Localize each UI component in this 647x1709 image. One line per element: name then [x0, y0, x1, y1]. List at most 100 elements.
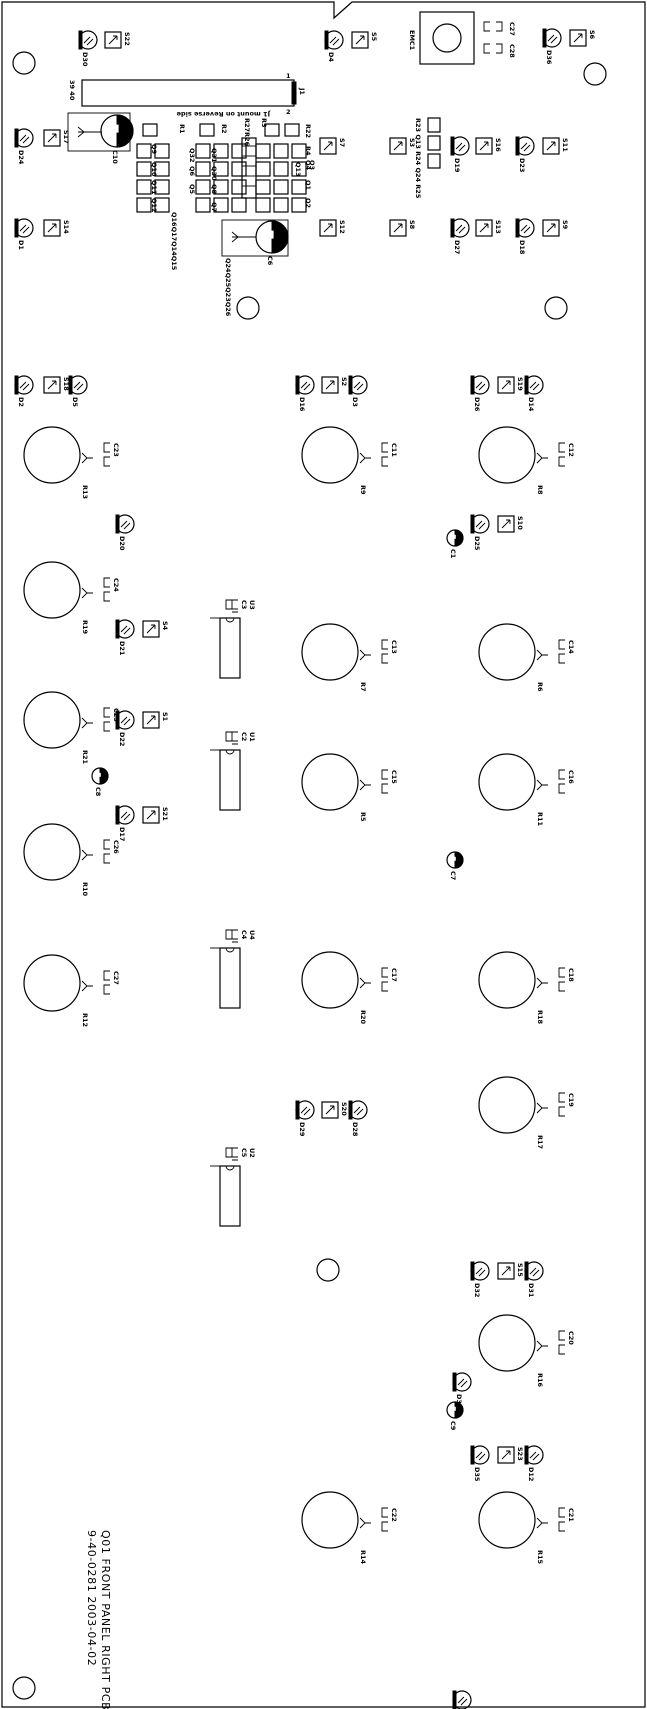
ref-label: R7 [359, 682, 367, 692]
cap-symbol [558, 1507, 565, 1532]
electrolytic-capacitor: C10 [100, 114, 134, 164]
ref-label: Q16Q17Q14Q15 [170, 212, 178, 271]
ref-label: R12 [81, 1013, 89, 1027]
smd-pad [136, 179, 152, 195]
led-arrows [353, 381, 364, 391]
cap-symbol [225, 929, 232, 940]
emc-filter: EMC1 [408, 11, 475, 65]
board-part-number: 9-40-0281 2003-04-02 [85, 1530, 98, 1666]
led-arrows [457, 1378, 468, 1388]
led-arrows [329, 36, 340, 46]
ref-label: J1 [298, 87, 306, 95]
ecap-pad [265, 230, 274, 239]
pot-body [23, 561, 81, 619]
cap-symbol [103, 442, 110, 467]
led-arrows [455, 224, 466, 234]
ref-label: C18 [567, 968, 575, 982]
led-flat [68, 375, 73, 395]
smd-pad [273, 161, 289, 177]
resistor-pad [427, 135, 441, 151]
cap-symbol [231, 929, 238, 943]
ref-label: D4 [327, 52, 335, 62]
cap-symbol [558, 1330, 565, 1355]
mounting-hole [12, 1676, 36, 1700]
led: D36 [542, 28, 562, 65]
ecap-polarity [454, 529, 464, 547]
pot-body [23, 426, 81, 484]
ref-label: R8 [536, 485, 544, 495]
switch-body [475, 137, 493, 155]
pot-wiper-mark [81, 849, 93, 861]
smd-pad [291, 143, 307, 159]
led: D30 [78, 30, 98, 67]
pot-body [478, 753, 536, 811]
cap-symbol [558, 442, 565, 467]
ref-label: C10 [111, 150, 119, 164]
connector-note: J1 mount on Reverse side [176, 110, 271, 118]
ref-label: C14 [567, 640, 575, 654]
pot-wiper-mark [81, 980, 93, 992]
switch-body [43, 129, 61, 147]
smd-pad [213, 197, 229, 213]
ref-label: S23 [516, 1447, 524, 1461]
ref-label: S11 [561, 138, 569, 152]
led: D29 [295, 1100, 315, 1137]
ref-label: D16 [298, 397, 306, 412]
ref-label: R17 [536, 1135, 544, 1149]
ref-label: S7 [338, 138, 346, 147]
cap-symbol [558, 967, 565, 992]
led-flat [524, 1261, 529, 1281]
led-arrows [529, 381, 540, 391]
smd-pad [231, 197, 247, 213]
switch-arrow [501, 519, 511, 529]
pot-body [301, 753, 359, 811]
ref-label: R15 [536, 1550, 544, 1565]
ref-label: D34 [455, 1394, 463, 1409]
switch: S12 [319, 219, 346, 237]
mounting-hole [316, 1258, 340, 1282]
led-flat [348, 375, 353, 395]
led: D4 [324, 30, 344, 62]
ref-label: D29 [298, 1122, 306, 1137]
led-arrows [475, 520, 486, 530]
switch: S2 [321, 376, 348, 394]
led-arrows [19, 134, 30, 144]
switch-body [104, 31, 122, 49]
ref-label: C23 [112, 443, 120, 457]
ref-label: EMC1 [408, 30, 416, 51]
led: D20 [115, 514, 135, 551]
led-arrows [120, 625, 131, 635]
ref-label: C8 [94, 787, 102, 797]
ref-label: R6 [536, 682, 544, 692]
ref-label: S5 [370, 32, 378, 42]
ref-label: U3 [248, 600, 256, 610]
ref-label: Q5 [188, 184, 196, 195]
switch-arrow [573, 33, 583, 43]
led-arrows [120, 520, 131, 530]
ref-label: 39 40 [68, 80, 76, 101]
ref-label: D36 [545, 50, 553, 65]
led-arrows [19, 224, 30, 234]
ic-body [219, 1165, 241, 1227]
ref-label: R16 [536, 1373, 544, 1388]
led: D1 [14, 218, 34, 250]
led-flat [14, 218, 19, 238]
led-flat [115, 805, 120, 825]
switch: S14 [43, 219, 70, 237]
pot-wiper-mark [536, 779, 548, 791]
ic-notch [225, 1165, 235, 1171]
ecap-polarity [454, 851, 464, 869]
ic-body [219, 947, 241, 1009]
ref-label: C2 [240, 732, 248, 741]
switch-arrow [501, 1266, 511, 1276]
ref-label: C9 [449, 1421, 457, 1431]
led: D17 [115, 805, 135, 841]
smd-pad [213, 143, 229, 159]
pot-body [478, 623, 536, 681]
ref-label: C7 [449, 871, 457, 880]
switch-arrow [501, 1450, 511, 1460]
